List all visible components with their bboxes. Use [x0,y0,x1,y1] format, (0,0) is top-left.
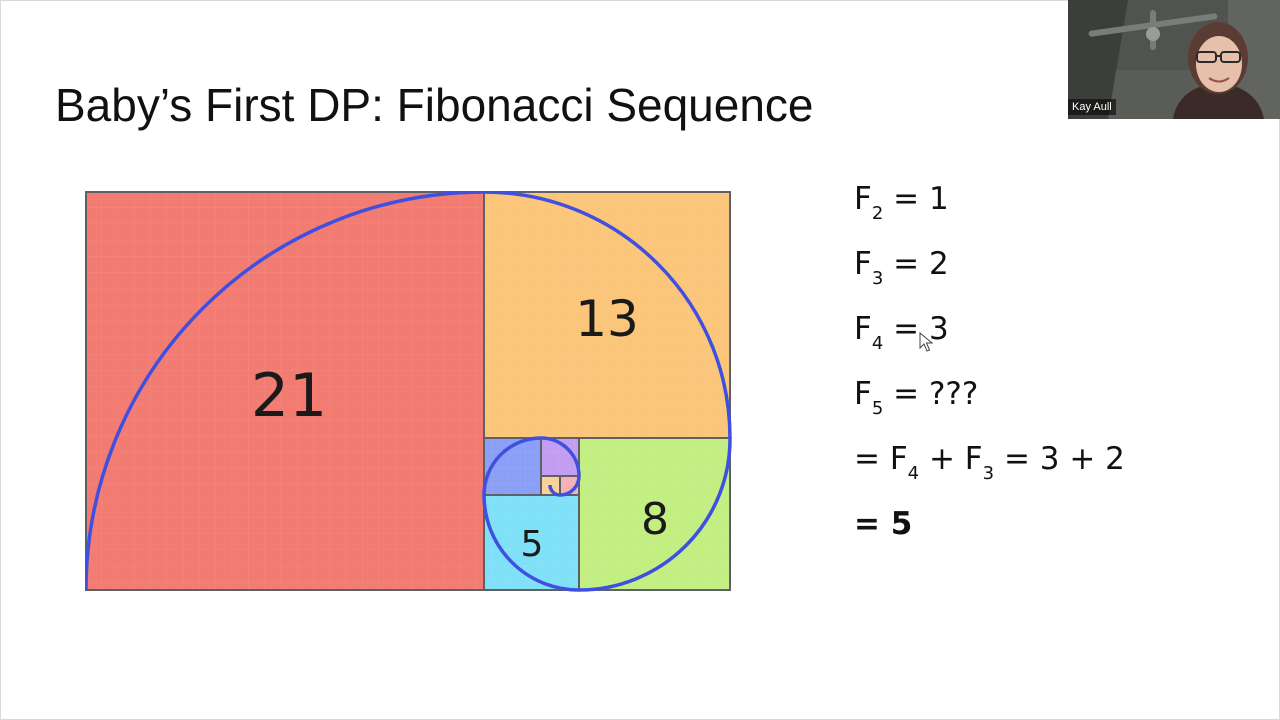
webcam-video-feed [1068,0,1280,119]
equation-f4: F4 = 3 [854,311,949,354]
ceiling-fan-icon [1088,10,1218,50]
equation-f3: F3 = 2 [854,246,949,289]
square-borders [85,191,731,591]
grid-overlay [86,192,730,590]
equation-f5-result: = 5 [854,506,913,542]
equation-list: F2 = 1 F3 = 2 F4 = 3 F5 = ??? = F4 + F3 … [854,180,1125,570]
participant-name-label: Kay Aull [1068,99,1116,115]
webcam-thumbnail[interactable]: Kay Aull [1068,0,1280,119]
equation-f5: F5 = ??? [854,376,979,419]
golden-spiral [85,191,732,592]
label-8: 8 [641,494,669,545]
fibonacci-spiral-diagram: 21 13 8 5 [85,191,732,592]
label-13: 13 [575,290,639,348]
equation-f2: F2 = 1 [854,181,949,224]
participant-silhouette [1173,22,1264,119]
mouse-cursor-icon [919,332,933,352]
slide-title: Baby’s First DP: Fibonacci Sequence [55,79,814,131]
label-5: 5 [521,524,544,565]
equation-f5-expansion: = F4 + F3 = 3 + 2 [854,441,1125,484]
label-21: 21 [251,361,327,431]
